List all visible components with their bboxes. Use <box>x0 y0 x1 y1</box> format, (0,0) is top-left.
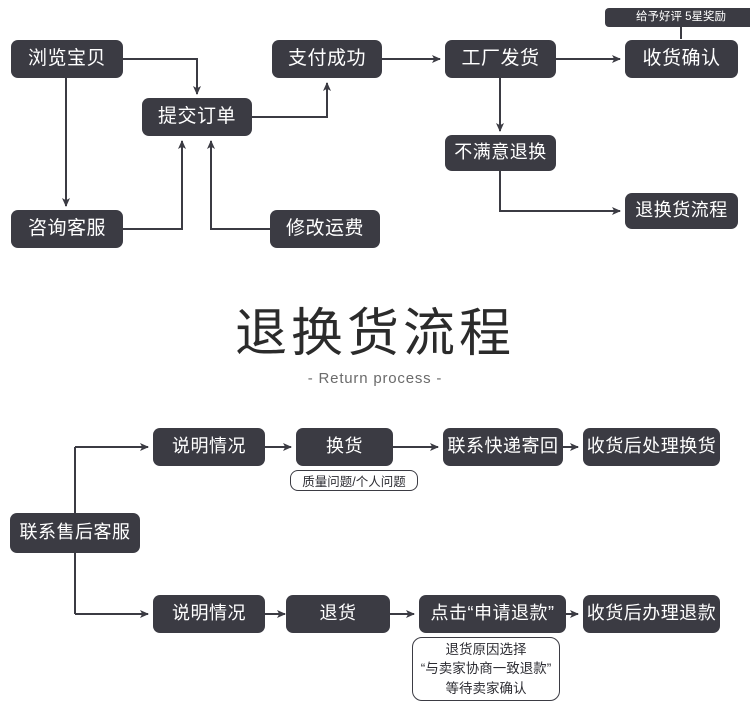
page-title: 退换货流程 <box>234 305 515 363</box>
node-refund-process[interactable]: 收货后办理退款 <box>583 595 720 633</box>
node-refund-apply[interactable]: 点击“申请退款” <box>419 595 566 633</box>
node-refund-goods[interactable]: 退货 <box>286 595 390 633</box>
wire-submit-to-pay <box>252 82 331 118</box>
node-contact-aftersales[interactable]: 联系售后客服 <box>10 513 140 553</box>
callout-refund-line-2: “与卖家协商一致退款” <box>420 661 552 677</box>
callout-refund-line-1: 退货原因选择 <box>445 641 527 657</box>
node-exchange-explain[interactable]: 说明情况 <box>153 428 265 466</box>
badge-good-review-reward[interactable]: 给予好评 5星奖励 <box>605 8 750 27</box>
section-header: 退换货流程 - Return process - <box>0 308 750 387</box>
node-refund-explain[interactable]: 说明情况 <box>153 595 265 633</box>
node-pay-success[interactable]: 支付成功 <box>272 40 382 78</box>
node-modify-freight[interactable]: 修改运费 <box>270 210 380 248</box>
callout-refund-reason: 退货原因选择 “与卖家协商一致退款” 等待卖家确认 <box>412 637 560 701</box>
wire-freight-to-submit <box>207 140 270 230</box>
node-consult-service[interactable]: 咨询客服 <box>11 210 123 248</box>
node-unsatisfied-return[interactable]: 不满意退换 <box>445 135 556 171</box>
wire-consult-to-submit <box>123 140 186 230</box>
wire-unsatisfied-to-returnprocess <box>499 170 621 215</box>
page-subtitle: - Return process - <box>307 370 443 387</box>
wire-browse-to-submit <box>123 58 201 95</box>
node-exchange-goods[interactable]: 换货 <box>296 428 393 466</box>
callout-exchange-reason: 质量问题/个人问题 <box>290 470 418 491</box>
node-browse-item[interactable]: 浏览宝贝 <box>11 40 123 78</box>
node-confirm-receipt[interactable]: 收货确认 <box>625 40 738 78</box>
node-factory-ship[interactable]: 工厂发货 <box>445 40 556 78</box>
node-exchange-ship-back[interactable]: 联系快递寄回 <box>443 428 563 466</box>
node-exchange-process[interactable]: 收货后处理换货 <box>583 428 720 466</box>
node-submit-order[interactable]: 提交订单 <box>142 98 252 136</box>
callout-refund-line-3: 等待卖家确认 <box>445 680 527 696</box>
node-return-process-link[interactable]: 退换货流程 <box>625 193 738 229</box>
